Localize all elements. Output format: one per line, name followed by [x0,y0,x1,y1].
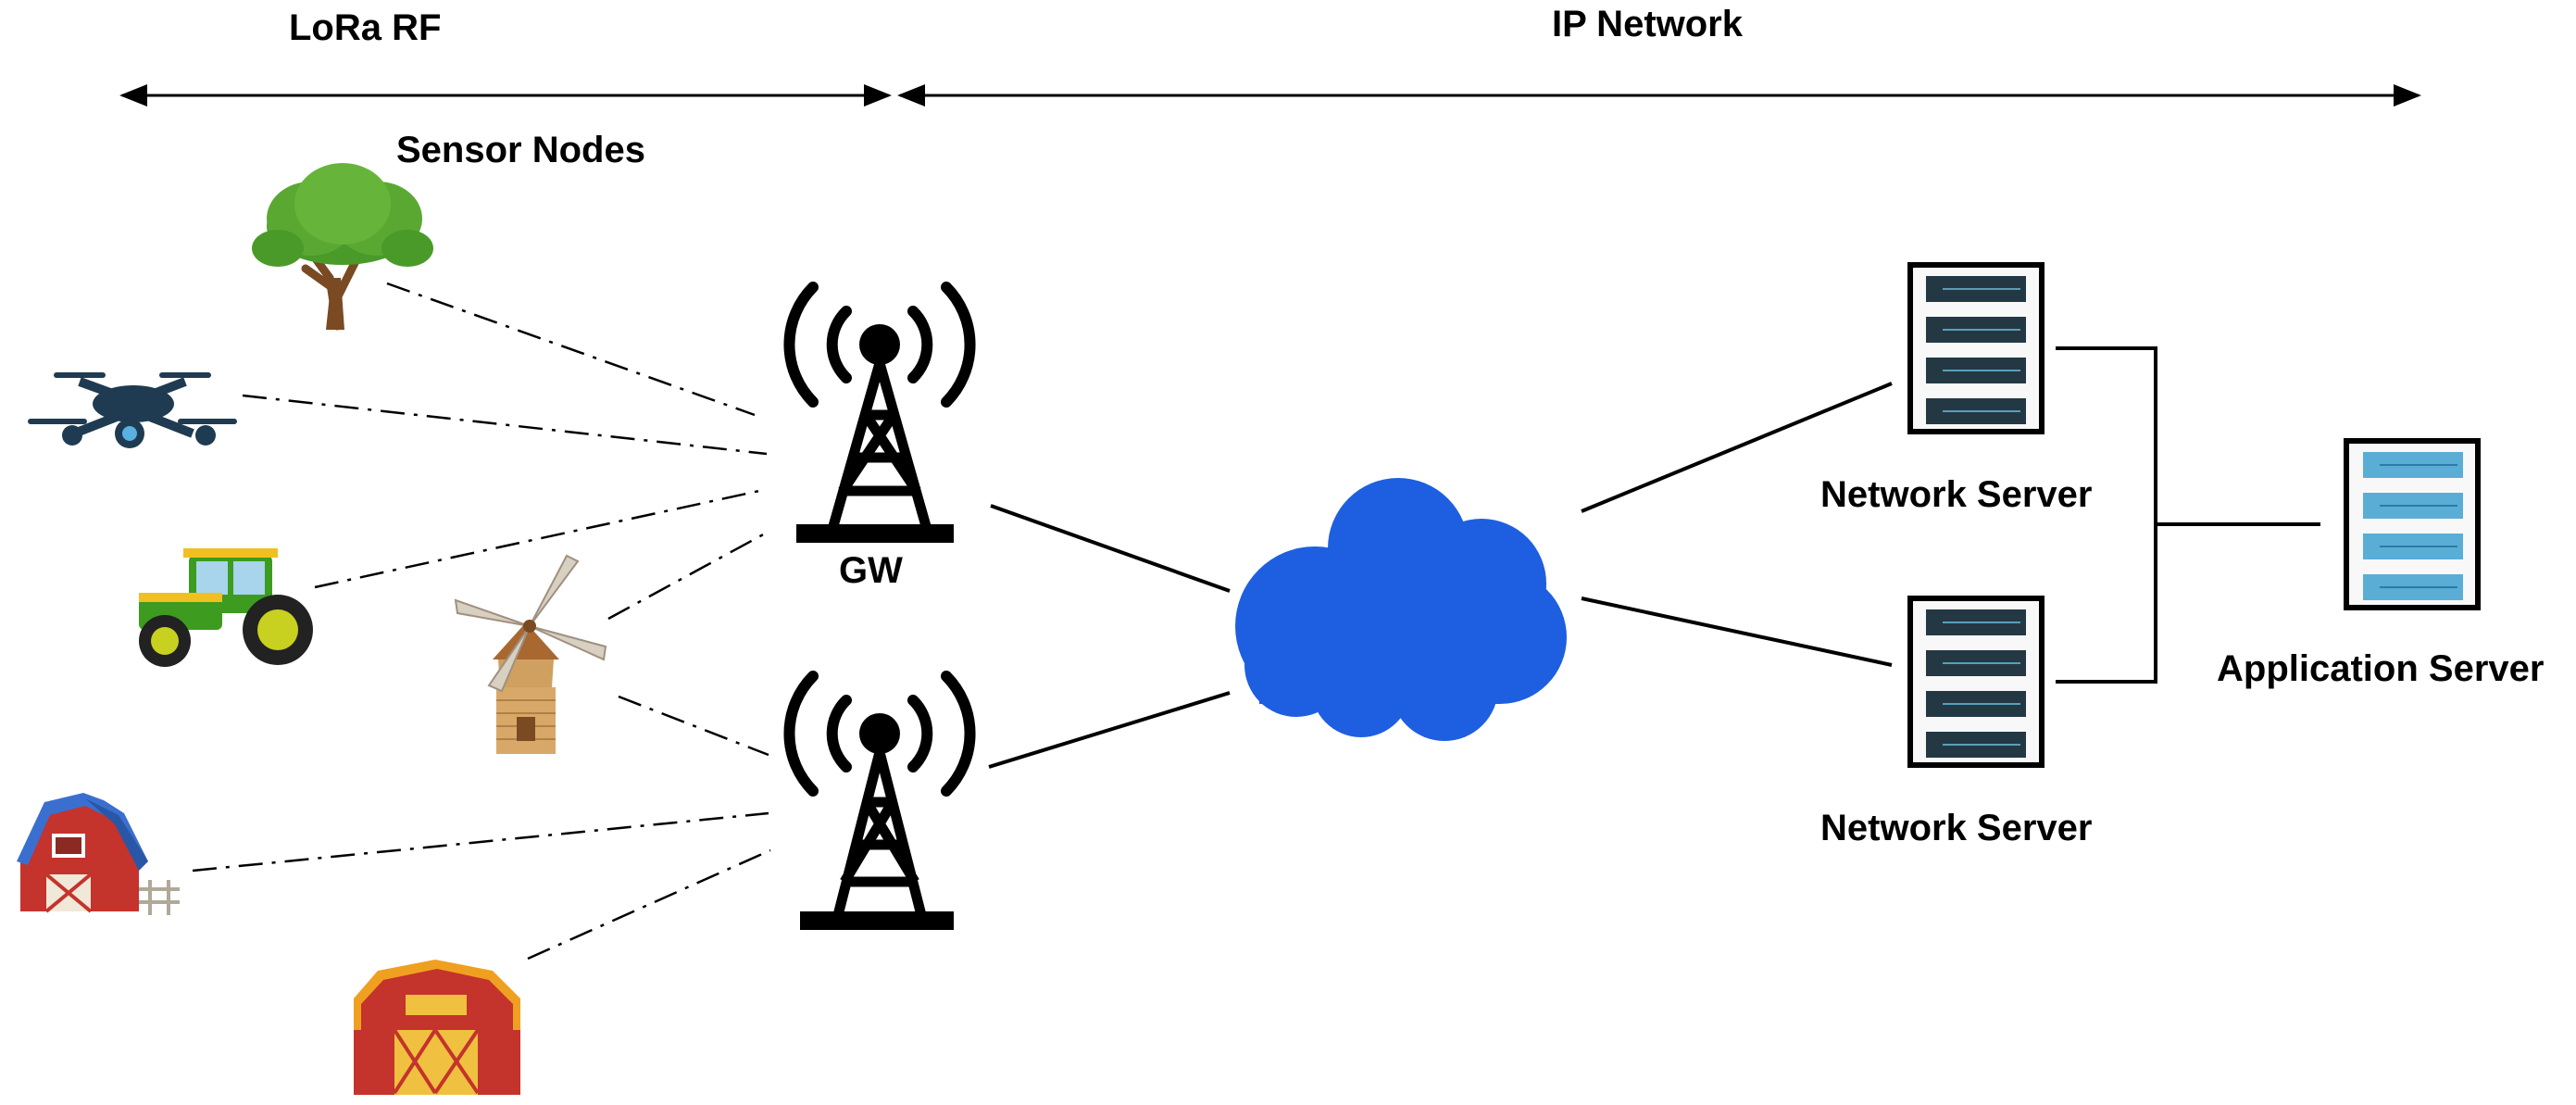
link-redbarn-gw2 [527,848,771,961]
link-tree-gw1 [386,282,756,417]
gateway-tower-icon [783,282,976,543]
red-barn-icon [354,960,520,1095]
gateway-label: GW [839,550,903,591]
link-tractor-gw1 [314,489,760,589]
cloud-icon [1235,478,1567,741]
network-server-icon [1907,262,2045,434]
blue-barn-icon [17,793,180,915]
tractor-icon [139,548,313,667]
gateway-tower-icon-2 [783,671,976,930]
application-server-icon [2344,438,2481,610]
network-server-label: Network Server [1820,474,2093,515]
link-gw2-cloud [988,691,1231,769]
network-server-label-2: Network Server [1820,808,2093,848]
link-cloud-ns2 [1581,596,1893,667]
drone-icon [28,372,237,448]
link-drone-gw1 [242,394,768,456]
application-server-label: Application Server [2217,648,2545,689]
tree-icon [252,163,433,331]
lora-rf-label: LoRa RF [289,7,442,48]
link-bluebarn-gw2 [192,811,769,873]
link-windmill-gw1 [607,531,768,621]
link-gw1-cloud [990,504,1231,593]
sensor-nodes-label: Sensor Nodes [396,130,645,170]
ip-network-label: IP Network [1552,4,1743,44]
ip-links [988,346,2320,769]
link-ns-bus [2056,346,2157,684]
link-windmill-gw2 [618,695,769,757]
network-server-icon-2 [1907,596,2045,768]
windmill-icon [454,554,607,754]
link-cloud-ns1 [1581,382,1893,513]
lora-links [192,282,771,961]
